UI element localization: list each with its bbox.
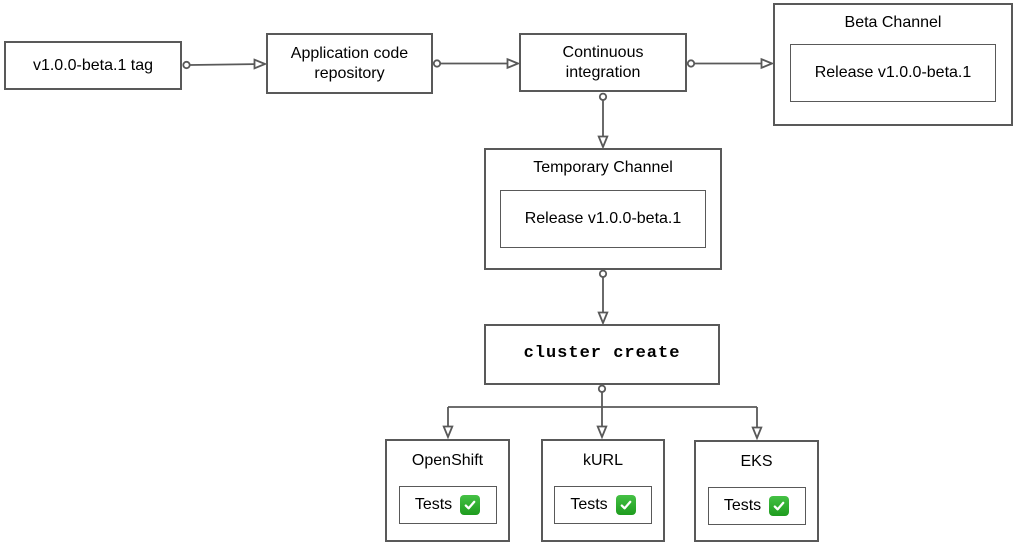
node-app-code-repository: Application code repository — [266, 33, 433, 94]
edge-repo-to-ci — [432, 57, 521, 70]
node-temporary-channel: Temporary Channel Release v1.0.0-beta.1 — [484, 148, 722, 270]
temp-release-label: Release v1.0.0-beta.1 — [524, 210, 682, 227]
check-passed-icon — [769, 496, 790, 516]
check-passed-icon — [615, 495, 636, 515]
openshift-title: OpenShift — [411, 452, 484, 469]
kurl-tests-label: Tests — [570, 496, 608, 513]
cluster-create-label: cluster create — [523, 344, 681, 364]
node-beta-channel: Beta Channel Release v1.0.0-beta.1 — [773, 3, 1013, 126]
node-version-tag: v1.0.0-beta.1 tag — [4, 41, 182, 90]
kurl-title: kURL — [582, 452, 623, 469]
beta-release-label: Release v1.0.0-beta.1 — [814, 64, 972, 81]
temporary-channel-title: Temporary Channel — [533, 159, 673, 176]
eks-title: EKS — [740, 453, 773, 470]
ci-label: Continuous integration — [562, 43, 644, 81]
version-tag-label: v1.0.0-beta.1 tag — [32, 56, 154, 74]
edge-ci-to-temp — [597, 92, 609, 150]
kurl-tests-box: Tests — [554, 486, 652, 524]
beta-channel-title: Beta Channel — [844, 14, 942, 31]
edge-tag-to-repo — [182, 58, 268, 70]
eks-tests-box: Tests — [707, 487, 806, 525]
check-passed-icon — [460, 495, 481, 515]
node-continuous-integration: Continuous integration — [519, 33, 687, 92]
node-kurl: kURL Tests — [541, 439, 665, 542]
node-openshift: OpenShift Tests — [385, 439, 510, 542]
edge-temp-to-cluster — [597, 269, 609, 326]
temp-release-box: Release v1.0.0-beta.1 — [500, 190, 706, 248]
openshift-tests-label: Tests — [414, 496, 453, 513]
app-repo-label: Application code repository — [290, 44, 409, 82]
eks-tests-label: Tests — [723, 497, 762, 514]
node-cluster-create: cluster create — [484, 324, 720, 385]
beta-release-box: Release v1.0.0-beta.1 — [790, 44, 996, 102]
openshift-tests-box: Tests — [398, 486, 497, 524]
node-eks: EKS Tests — [694, 440, 819, 542]
edge-ci-to-beta — [686, 57, 775, 70]
edge-cluster-to-tests — [442, 384, 763, 441]
